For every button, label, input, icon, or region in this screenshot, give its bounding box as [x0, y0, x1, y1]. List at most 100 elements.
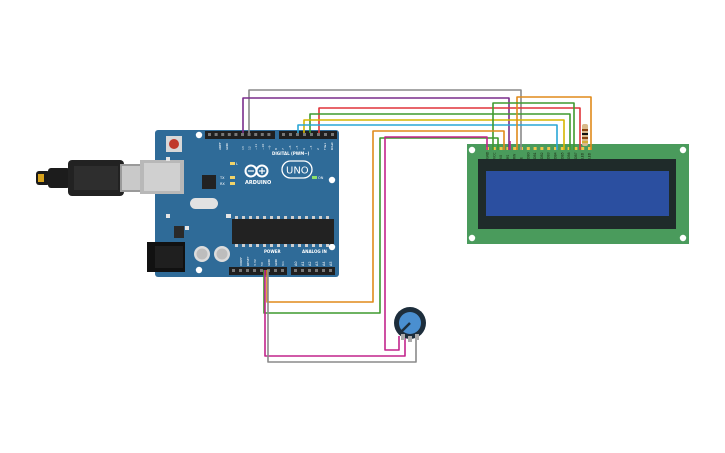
- chip-pin-bottom: [270, 244, 273, 247]
- digital-pin-label: ~6: [288, 145, 292, 150]
- header-pin[interactable]: [214, 133, 218, 136]
- chip-pin-top: [249, 216, 252, 219]
- reset-button[interactable]: [166, 136, 182, 152]
- analog-pin[interactable]: [315, 269, 318, 272]
- digital-pin-label: ~3: [309, 145, 313, 150]
- power-pin[interactable]: [281, 269, 284, 272]
- power-pin-label: IOREF: [239, 257, 243, 266]
- lcd-pin[interactable]: [547, 147, 551, 150]
- potentiometer[interactable]: [394, 307, 426, 342]
- power-pin[interactable]: [260, 269, 263, 272]
- chip-pin-bottom: [291, 244, 294, 247]
- chip-pin-top: [284, 216, 287, 219]
- led-on: [312, 176, 317, 179]
- lcd-pin[interactable]: [526, 147, 530, 150]
- lcd-pin-label: DB1: [533, 152, 537, 159]
- aref-label: AREF: [218, 142, 222, 150]
- analog-pin[interactable]: [294, 269, 297, 272]
- lcd-pin[interactable]: [581, 147, 585, 150]
- analog-pin[interactable]: [308, 269, 311, 272]
- header-pin[interactable]: [331, 133, 334, 136]
- usb-cable[interactable]: [36, 160, 158, 196]
- power-pin[interactable]: [253, 269, 256, 272]
- header-pin[interactable]: [310, 133, 313, 136]
- digital-header-pins[interactable]: [208, 133, 334, 136]
- power-pin-label: GND: [274, 258, 278, 266]
- lcd-pin[interactable]: [560, 147, 564, 150]
- lcd-pin[interactable]: [588, 147, 591, 150]
- power-pin-label: Vin: [281, 261, 285, 266]
- digital-pin-label: TX▸1: [323, 143, 327, 151]
- lcd-pin[interactable]: [567, 147, 571, 150]
- lcd-pin-label: GND: [486, 151, 490, 159]
- power-label: POWER: [264, 249, 281, 254]
- wire-green-gnd: [263, 137, 499, 314]
- wires[interactable]: [242, 89, 592, 363]
- header-pin[interactable]: [221, 133, 225, 136]
- lcd-pin-label: LED: [588, 152, 592, 159]
- analog-pin-label: A5: [329, 261, 333, 266]
- chip-pin-top: [256, 216, 259, 219]
- power-pin-label: GND: [267, 258, 271, 266]
- lcd-pin[interactable]: [533, 147, 537, 150]
- lcd-pin[interactable]: [513, 147, 517, 150]
- chip-pin-bottom: [312, 244, 315, 247]
- header-pin[interactable]: [303, 133, 306, 136]
- digital-label: DIGITAL (PWM~): [272, 151, 310, 156]
- usb-chip: [202, 175, 216, 189]
- analog-pin-label: A2: [308, 261, 312, 266]
- header-pin[interactable]: [241, 133, 244, 136]
- lcd-pin-label: VCC: [492, 152, 496, 159]
- wire-green-lcd-vcc: [492, 102, 575, 150]
- lcd-pin[interactable]: [574, 147, 578, 150]
- lcd-pin-label: DB3: [547, 152, 551, 159]
- uno-badge: UNO: [281, 160, 313, 179]
- analog-pin[interactable]: [329, 269, 332, 272]
- header-pin[interactable]: [267, 133, 271, 136]
- lcd-pin[interactable]: [554, 147, 557, 150]
- header-pin[interactable]: [247, 133, 251, 136]
- header-pin[interactable]: [282, 133, 285, 136]
- header-pin[interactable]: [317, 133, 320, 136]
- lcd-pin-label: DB2: [540, 152, 544, 159]
- header-pin[interactable]: [289, 133, 292, 136]
- capacitor-1: [194, 246, 210, 262]
- resistor[interactable]: [582, 124, 588, 146]
- lcd-pin[interactable]: [506, 147, 510, 150]
- led-l-label: L: [236, 162, 238, 166]
- lcd-pin[interactable]: [492, 147, 496, 150]
- power-pin[interactable]: [274, 269, 277, 272]
- header-pin[interactable]: [234, 133, 238, 136]
- analog-pin-label: A3: [315, 261, 319, 266]
- digital-pin-label: ~11: [254, 144, 258, 150]
- digital-pin-label: 7: [281, 148, 285, 150]
- power-pin[interactable]: [246, 269, 249, 272]
- wire-yellow-lcd-db6: [303, 119, 565, 150]
- chip-pin-top: [312, 216, 315, 219]
- header-pin[interactable]: [296, 133, 299, 136]
- header-pin[interactable]: [208, 133, 211, 136]
- wire-magenta-pot-v0: [264, 270, 406, 357]
- lcd-pin[interactable]: [540, 147, 544, 150]
- chip-pin-bottom: [298, 244, 301, 247]
- lcd-pin[interactable]: [499, 147, 503, 150]
- lcd-pin-label: V0: [499, 155, 503, 159]
- wire-orange-5v: [266, 130, 505, 303]
- lcd-pin-label: DB0: [526, 152, 530, 159]
- power-pin[interactable]: [232, 269, 235, 272]
- analog-pin[interactable]: [301, 269, 304, 272]
- analog-pin[interactable]: [322, 269, 325, 272]
- chip-pin-bottom: [235, 244, 238, 247]
- power-pin[interactable]: [239, 269, 242, 272]
- header-pin[interactable]: [227, 133, 231, 136]
- header-pin[interactable]: [260, 133, 264, 136]
- header-pin[interactable]: [324, 133, 327, 136]
- analog-pin-label: A1: [301, 261, 305, 266]
- header-pin[interactable]: [254, 133, 258, 136]
- power-analog-pins[interactable]: [232, 269, 332, 272]
- chip-pin-top: [291, 216, 294, 219]
